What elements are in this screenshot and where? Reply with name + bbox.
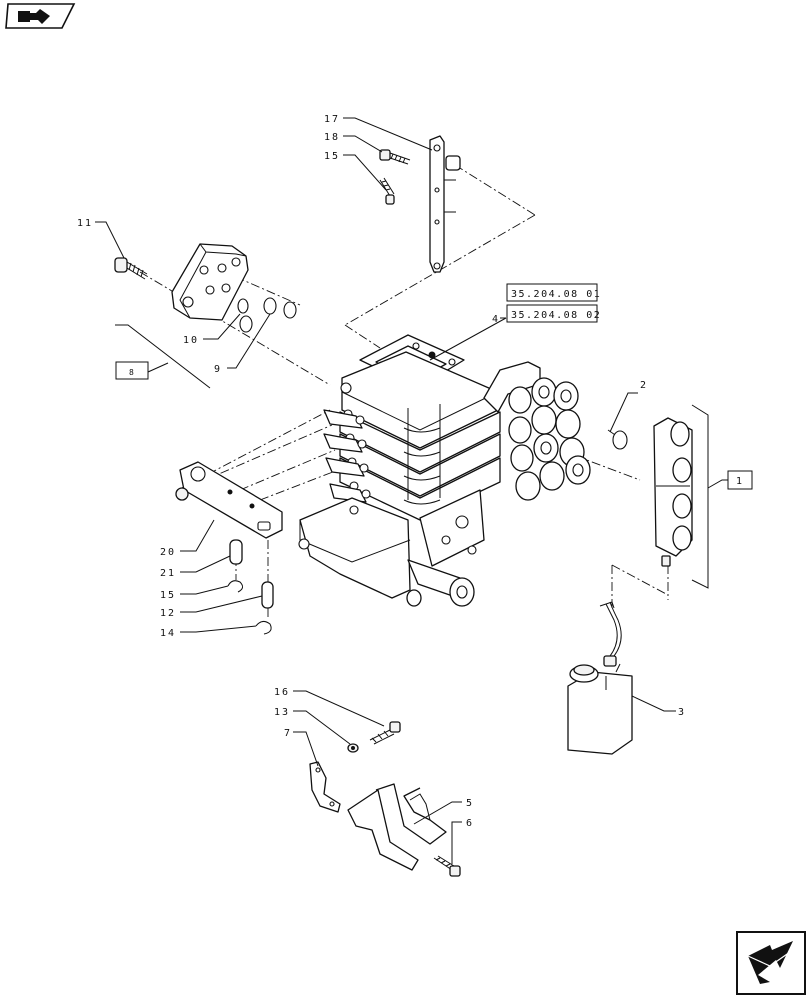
callout-7[interactable]: 7 bbox=[284, 728, 292, 739]
callout-4[interactable]: 4 bbox=[492, 314, 500, 325]
svg-text:35.204.08 01: 35.204.08 01 bbox=[511, 289, 601, 300]
flange-plate bbox=[171, 243, 249, 321]
washer-13 bbox=[347, 743, 359, 753]
callout-15-mid[interactable]: 15 bbox=[160, 590, 176, 601]
bolt-16 bbox=[369, 721, 401, 745]
callout-15-top[interactable]: 15 bbox=[324, 151, 340, 162]
bracket-7 bbox=[309, 761, 341, 813]
o-ring-2 bbox=[612, 430, 628, 450]
bracket-5 bbox=[347, 783, 447, 871]
callout-11[interactable]: 11 bbox=[77, 218, 93, 229]
callout-21[interactable]: 21 bbox=[160, 568, 176, 579]
callout-5[interactable]: 5 bbox=[466, 798, 474, 809]
group-bracket-8 bbox=[115, 324, 211, 389]
callout-16[interactable]: 16 bbox=[274, 687, 290, 698]
callout-6[interactable]: 6 bbox=[466, 818, 474, 829]
callout-labels: 17 18 15 11 10 9 4 2 3 20 21 15 12 14 16… bbox=[77, 114, 686, 829]
callout-17[interactable]: 17 bbox=[324, 114, 340, 125]
clip-14 bbox=[255, 620, 272, 635]
callout-12[interactable]: 12 bbox=[160, 608, 176, 619]
bolt-11 bbox=[114, 257, 148, 280]
next-arrow-icon[interactable] bbox=[736, 931, 806, 995]
callout-3[interactable]: 3 bbox=[678, 707, 686, 718]
svg-text:1: 1 bbox=[736, 476, 744, 487]
reservoir-3 bbox=[567, 601, 633, 755]
coupler-cover-1 bbox=[653, 417, 693, 567]
pin-21 bbox=[229, 539, 243, 565]
svg-text:8: 8 bbox=[129, 368, 136, 377]
leader-lines bbox=[95, 117, 728, 864]
callout-2[interactable]: 2 bbox=[640, 380, 648, 391]
bolt-6 bbox=[433, 855, 461, 877]
reference-link-35-204-08-01[interactable]: 35.204.08 01 bbox=[506, 283, 601, 302]
centerlines bbox=[139, 164, 669, 620]
lever-20 bbox=[175, 461, 283, 539]
callout-14[interactable]: 14 bbox=[160, 628, 176, 639]
quick-couplers bbox=[406, 377, 591, 607]
boxed-callout-8[interactable]: 8 bbox=[115, 361, 149, 380]
back-arrow-icon[interactable] bbox=[5, 3, 76, 29]
lever-bracket-17 bbox=[429, 135, 461, 273]
control-valve-block-4 bbox=[298, 334, 541, 599]
bolt-18 bbox=[379, 149, 411, 165]
callout-9[interactable]: 9 bbox=[214, 364, 222, 375]
clip-15 bbox=[227, 580, 244, 593]
callout-10[interactable]: 10 bbox=[183, 335, 199, 346]
bolt-15-top bbox=[379, 177, 395, 205]
reference-link-35-204-08-02[interactable]: 35.204.08 02 bbox=[506, 304, 601, 323]
callout-13[interactable]: 13 bbox=[274, 707, 290, 718]
pin-12 bbox=[261, 581, 274, 609]
bracket-1 bbox=[691, 404, 709, 589]
o-rings-9-10 bbox=[237, 297, 297, 333]
callout-18[interactable]: 18 bbox=[324, 132, 340, 143]
boxed-callout-1[interactable]: 1 bbox=[727, 470, 753, 490]
callout-20[interactable]: 20 bbox=[160, 547, 176, 558]
svg-text:35.204.08 02: 35.204.08 02 bbox=[511, 310, 601, 321]
